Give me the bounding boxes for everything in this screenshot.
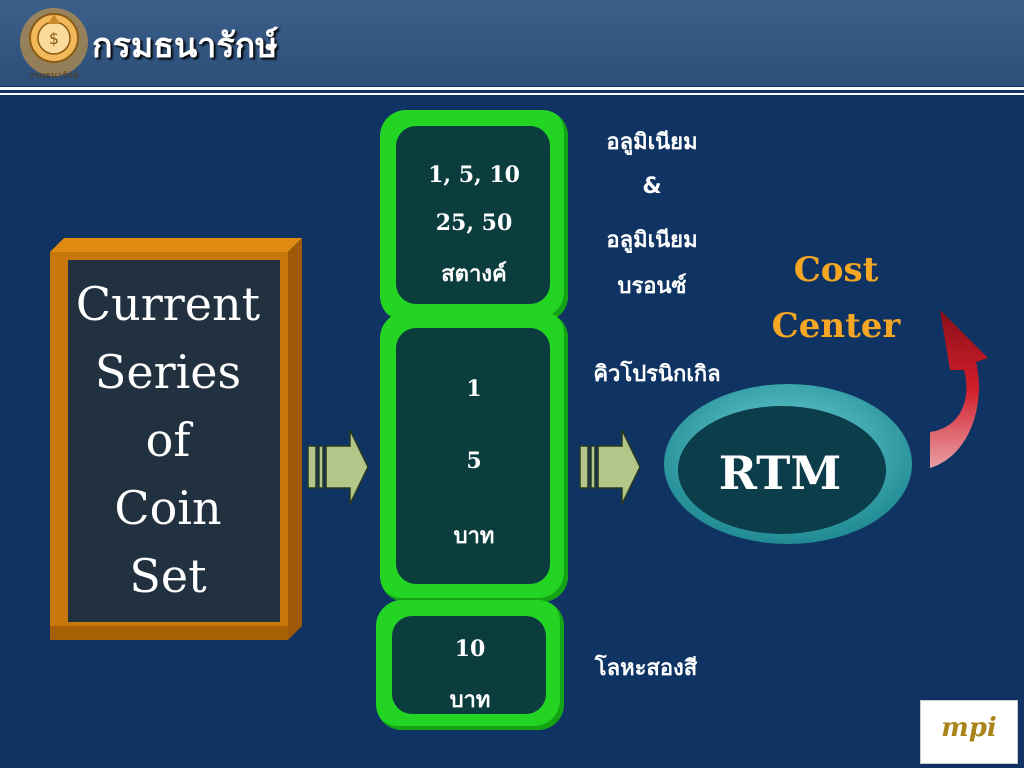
coin-group-baht-line3: บาท <box>453 523 495 549</box>
curved-up-arrow-icon <box>930 310 988 468</box>
rtm-label: RTM <box>718 446 842 500</box>
series-box <box>50 238 302 640</box>
mpi-logo: mpi <box>920 700 1018 764</box>
coin-group-baht: 1 5 บาท <box>380 312 568 602</box>
coin-group-baht-line2: 5 <box>466 448 482 474</box>
header-bar <box>0 0 1024 86</box>
material-bronze: บรอนซ์ <box>617 274 687 299</box>
coin-group-10-baht-line2: บาท <box>449 687 491 713</box>
svg-text:กรมธนารักษ์: กรมธนารักษ์ <box>29 69 78 81</box>
material-bimetal: โลหะสองสี <box>594 656 698 681</box>
page-title: กรมธนารักษ์ <box>92 26 278 66</box>
svg-text:$: $ <box>49 29 59 48</box>
coin-group-satang-line2: 25, 50 <box>435 210 513 236</box>
rtm-ellipse <box>664 384 912 544</box>
cost-label: Cost <box>793 250 879 290</box>
header-divider-thin <box>0 93 1024 95</box>
material-cupronickel: คิวโปรนิกเกิล <box>593 362 721 387</box>
coin-group-satang-line1: 1, 5, 10 <box>428 162 520 188</box>
header-divider <box>0 87 1024 90</box>
arrow-right-icon <box>579 429 641 505</box>
arrow-right-icon <box>307 429 369 505</box>
material-aluminium-1: อลูมิเนียม <box>606 130 698 155</box>
center-label: Center <box>771 306 901 346</box>
coin-group-10-baht: 10 บาท <box>376 600 564 730</box>
material-ampersand: & <box>642 174 662 199</box>
material-aluminium-2: อลูมิเนียม <box>606 228 698 253</box>
coin-group-satang-line3: สตางค์ <box>441 261 507 287</box>
coin-group-satang: 1, 5, 10 25, 50 สตางค์ <box>380 110 568 322</box>
treasury-logo: $ กรมธนารักษ์ <box>20 8 88 81</box>
coin-group-10-baht-line1: 10 <box>454 636 486 662</box>
series-title: Current Series of Coin Set <box>75 277 261 603</box>
coin-group-baht-line1: 1 <box>466 376 482 402</box>
